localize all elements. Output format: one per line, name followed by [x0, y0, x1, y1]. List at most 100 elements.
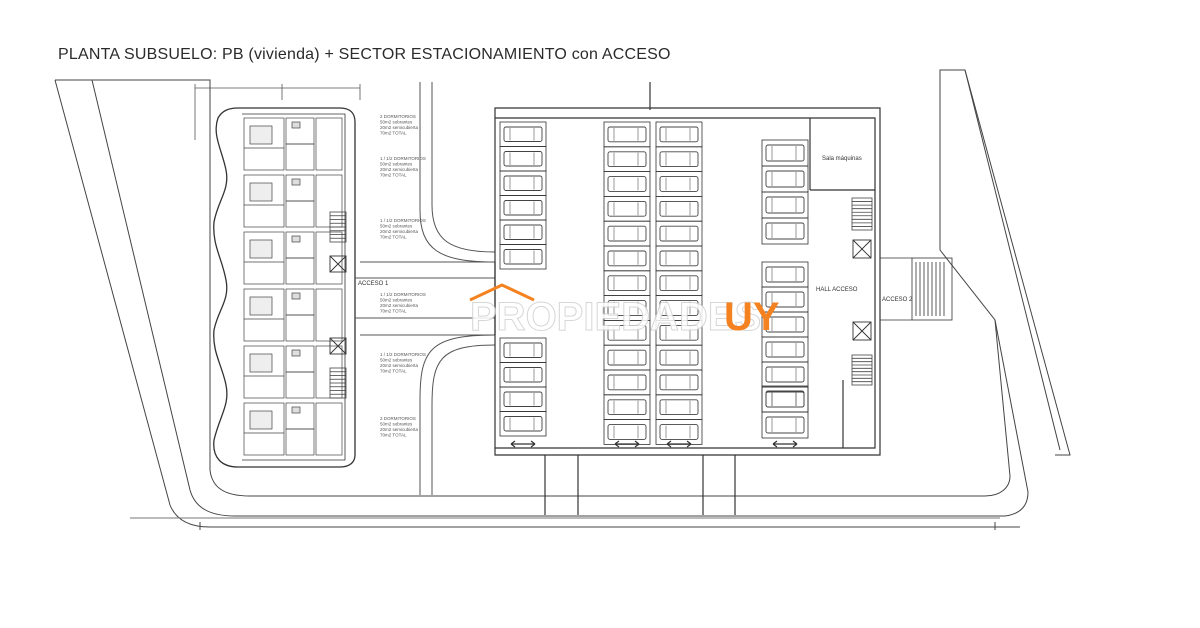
- stall-column-2: [603, 121, 651, 445]
- stall-column-3: [655, 121, 703, 445]
- direction-arrow-icon: [510, 440, 536, 448]
- sala-maquinas-label: Sala máquinas: [822, 156, 862, 162]
- parking-stall: [761, 191, 809, 219]
- stair-flight: [851, 354, 873, 386]
- housing-unit: [243, 117, 343, 171]
- stairs: [329, 197, 873, 399]
- unit-note-line: 50m2 sobrantes: [380, 120, 413, 125]
- parking-stall: [603, 369, 651, 396]
- direction-arrow-icon: [666, 440, 692, 448]
- parking-stall: [603, 394, 651, 420]
- stair-flight: [329, 211, 347, 243]
- access-ramps: [355, 82, 496, 495]
- parking-stall: [499, 362, 547, 388]
- parking-stall: [499, 121, 547, 147]
- unit-note-line: 1 / 1/2 DORMITORIOS: [380, 352, 426, 357]
- unit-note-line: 20m2 semicubierta: [380, 167, 419, 172]
- housing-rooms: [243, 117, 343, 456]
- parking-stall: [655, 369, 703, 396]
- parking-stall: [761, 361, 809, 388]
- parking-stall: [603, 344, 651, 371]
- parking-stall: [499, 195, 547, 221]
- watermark-left: PROPIEDADES: [470, 295, 761, 339]
- housing-unit: [243, 345, 343, 399]
- parking-stall: [655, 344, 703, 371]
- unit-note-line: 1 / 1/2 DORMITORIOS: [380, 292, 426, 297]
- parking-stall: [499, 244, 547, 270]
- unit-note-line: 20m2 semicubierta: [380, 427, 419, 432]
- parking-stall: [655, 220, 703, 247]
- parking-stall: [499, 170, 547, 196]
- unit-note-line: 1 / 1/2 DORMITORIOS: [380, 156, 426, 161]
- dimension-line: [194, 84, 361, 140]
- site-boundary: [54, 69, 1071, 530]
- parking-stall: [603, 146, 651, 173]
- stall-column-1-top: [499, 121, 547, 270]
- stall-column-4-top: [761, 139, 809, 245]
- unit-note-line: 50m2 sobrantes: [380, 358, 413, 363]
- parking-stall: [761, 261, 809, 288]
- unit-note-line: 20m2 semicubierta: [380, 363, 419, 368]
- unit-note-line: 50m2 sobrantes: [380, 298, 413, 303]
- parking-stalls: [499, 121, 809, 448]
- parking-stall: [655, 195, 703, 222]
- housing-unit: [243, 288, 343, 342]
- parking-stall: [603, 270, 651, 296]
- stair-flight: [851, 197, 873, 231]
- parking-stall: [655, 245, 703, 272]
- parking-stall: [603, 171, 651, 197]
- parking-stall: [655, 171, 703, 197]
- acceso-2-label: ACCESO 2: [882, 297, 913, 303]
- parking-stall: [603, 245, 651, 272]
- parking-stall: [655, 121, 703, 148]
- unit-note-line: 1 / 1/2 DORMITORIOS: [380, 218, 426, 223]
- unit-note-line: 20m2 semicubierta: [380, 229, 419, 234]
- watermark: PROPIEDADES UY: [469, 283, 780, 340]
- unit-note-line: 70m2 TOTAL: [380, 309, 407, 314]
- unit-note-line: 70m2 TOTAL: [380, 369, 407, 374]
- unit-note-line: 20m2 semicubierta: [380, 303, 419, 308]
- parking-stall: [603, 419, 651, 445]
- parking-stall: [603, 121, 651, 148]
- unit-note-line: 50m2 sobrantes: [380, 422, 413, 427]
- unit-note-line: 70m2 TOTAL: [380, 131, 407, 136]
- elevators: [329, 239, 872, 355]
- direction-arrow-icon: [772, 440, 798, 448]
- parking-stall: [603, 195, 651, 222]
- unit-note-line: 2 DORMITORIOS: [380, 416, 416, 421]
- unit-note-line: 2 DORMITORIOS: [380, 114, 416, 119]
- parking-stall: [499, 219, 547, 245]
- parking-stall: [761, 411, 809, 439]
- plan-title: PLANTA SUBSUELO: PB (vivienda) + SECTOR …: [58, 46, 671, 63]
- stall-column-4-bottom: [761, 385, 809, 439]
- parking-stall: [655, 270, 703, 296]
- exterior-stair: [880, 257, 953, 321]
- parking-stall: [499, 337, 547, 363]
- hall-acceso-label: HALL ACCESO: [816, 287, 858, 293]
- unit-note-line: 50m2 sobrantes: [380, 162, 413, 167]
- parking-stall: [761, 336, 809, 363]
- parking-stall: [603, 220, 651, 247]
- watermark-right: UY: [724, 295, 780, 339]
- stair-flight: [329, 367, 347, 399]
- parking-stall: [655, 419, 703, 445]
- parking-stall: [761, 165, 809, 193]
- house-roof-icon: [469, 283, 535, 302]
- parking-stall: [655, 146, 703, 173]
- unit-note-line: 70m2 TOTAL: [380, 235, 407, 240]
- unit-note-line: 70m2 TOTAL: [380, 433, 407, 438]
- unit-note-line: 20m2 semicubierta: [380, 125, 419, 130]
- housing-unit: [243, 231, 343, 285]
- unit-note-line: 50m2 sobrantes: [380, 224, 413, 229]
- parking-stall: [761, 385, 809, 413]
- parking-stall: [761, 217, 809, 245]
- parking-stall: [499, 386, 547, 412]
- housing-unit: [243, 174, 343, 228]
